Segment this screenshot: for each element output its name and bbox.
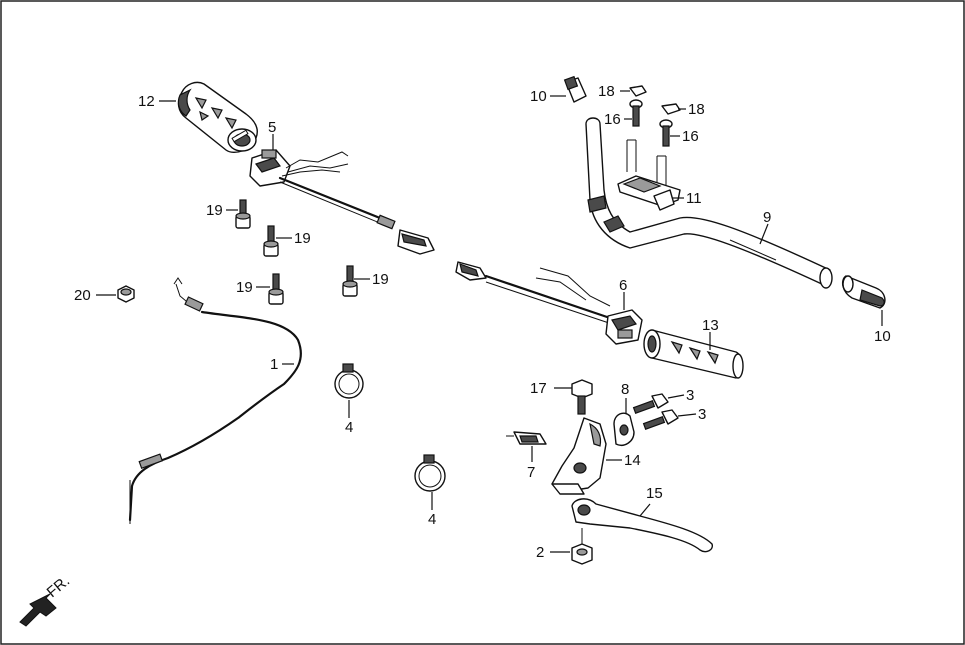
washer-18-a [629,85,647,97]
callout-10-bottom: 10 [874,328,891,345]
callout-15: 15 [646,485,663,502]
callout-1: 1 [270,356,278,373]
bar-end-10-a [563,75,587,103]
holder-bolt-16-b [659,119,673,147]
bolt-19-b [263,225,279,257]
callout-14: 14 [624,452,641,469]
holder-clamp-8 [613,412,635,446]
holder-bolt-16-a [629,99,643,127]
nut-2 [571,528,593,565]
handlebar-holder [617,175,681,211]
callout-16-right: 16 [682,128,699,145]
right-grip [643,329,744,379]
leader-lines [96,90,883,553]
bolt-19-d [342,265,358,297]
callout-19-a: 19 [206,202,223,219]
callout-7: 7 [527,464,535,481]
callout-18-left: 18 [598,83,615,100]
guide-lines-16 [626,139,667,186]
screw-3-b [642,409,679,431]
clutch-lever-15 [571,498,713,553]
callout-11: 11 [686,190,702,207]
bar-end-10-b [841,275,886,309]
callout-3-a: 3 [686,387,694,404]
clamp-4-b [414,454,446,492]
callout-3-b: 3 [698,406,706,423]
callout-8: 8 [621,381,629,398]
callout-9: 9 [763,209,771,226]
callout-10-top: 10 [530,88,547,105]
nut-20 [117,285,135,303]
screw-3-a [632,393,669,415]
callout-20: 20 [74,287,91,304]
lever-holder-14 [551,417,607,495]
callout-2: 2 [536,544,544,561]
callout-18-right: 18 [688,101,705,118]
handlebar [585,117,833,289]
callout-17: 17 [530,380,547,397]
left-grip [177,81,258,154]
callout-5: 5 [268,119,276,136]
callout-13: 13 [702,317,719,334]
callout-19-d: 19 [372,271,389,288]
pivot-bolt-17 [571,379,593,415]
callout-4-a: 4 [345,419,353,436]
callout-6: 6 [619,277,627,294]
callout-19-b: 19 [294,230,311,247]
clutch-cable [128,277,302,524]
left-switch-assembly [249,149,435,255]
clutch-switch-7 [506,431,547,445]
callout-12: 12 [138,93,155,110]
washer-18-b [661,103,681,115]
clamp-4-a [334,363,364,399]
callout-16-left: 16 [604,111,621,128]
callout-19-c: 19 [236,279,253,296]
bolt-19-a [235,199,251,229]
bolt-19-c [268,273,284,305]
callout-4-b: 4 [428,511,436,528]
callout-labels: 12 5 10 18 18 16 16 11 9 19 19 19 19 20 … [74,83,891,561]
right-switch-assembly [455,261,643,345]
